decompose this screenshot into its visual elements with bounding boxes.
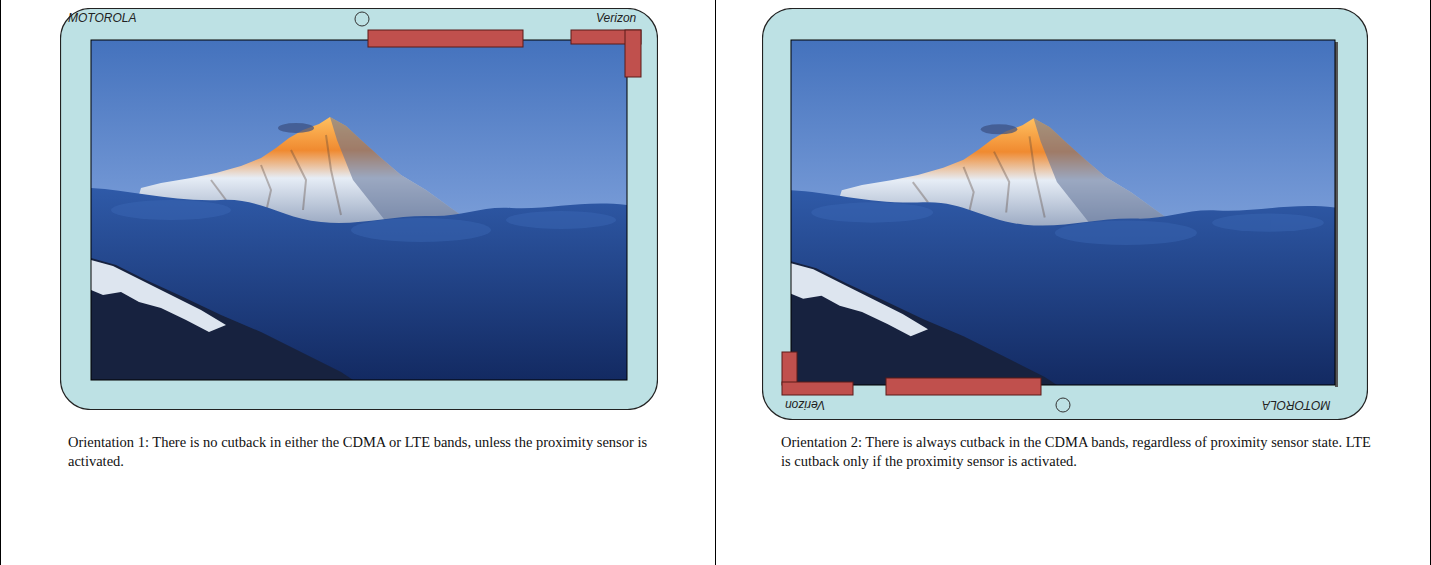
- tablet-drawing: [61, 9, 658, 410]
- cell-border: [1430, 0, 1431, 565]
- table-cell: Orientation 1: There is no cutback in ei…: [0, 0, 715, 565]
- brand-label: MOTOROLA: [68, 11, 136, 25]
- carrier-label: Verizon: [785, 398, 825, 412]
- orientation-caption: Orientation 1: There is no cutback in ei…: [68, 433, 658, 471]
- carrier-label: Verizon: [596, 11, 636, 25]
- cell-border: [0, 0, 1, 565]
- orientation-caption: Orientation 2: There is always cutback i…: [781, 433, 1371, 471]
- table-cell: Orientation 2: There is always cutback i…: [715, 0, 1431, 565]
- cell-border: [715, 0, 716, 565]
- tablet-outline: MOTOROLA Verizon: [762, 8, 1368, 420]
- tablet-drawing: [762, 8, 1368, 420]
- brand-label: MOTOROLA: [1262, 398, 1330, 412]
- tablet-drawing: [60, 8, 658, 410]
- tablet-drawing: [763, 9, 1368, 420]
- tablet-outline: MOTOROLA Verizon: [60, 8, 658, 410]
